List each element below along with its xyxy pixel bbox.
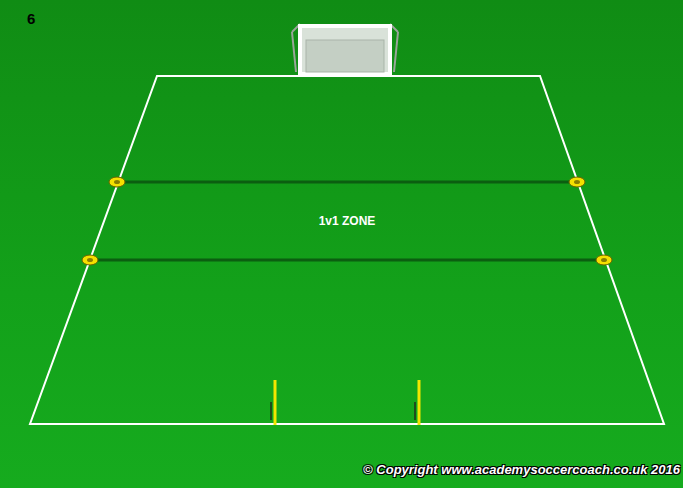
- zone-label: 1v1 ZONE: [319, 214, 376, 228]
- zone-line: [90, 259, 604, 262]
- goal: [292, 24, 398, 74]
- zone-band: 1v1 ZONE: [90, 182, 604, 260]
- callout-number: 6: [27, 10, 35, 27]
- zone-line: [117, 181, 577, 184]
- marker-cone: [82, 255, 98, 265]
- marker-cone: [569, 177, 585, 187]
- copyright-watermark: © Copyright www.academysoccercoach.co.uk…: [363, 462, 680, 477]
- pitch-outline: [30, 76, 664, 424]
- poles: [271, 380, 419, 425]
- marker-cone: [109, 177, 125, 187]
- marker-cone: [596, 255, 612, 265]
